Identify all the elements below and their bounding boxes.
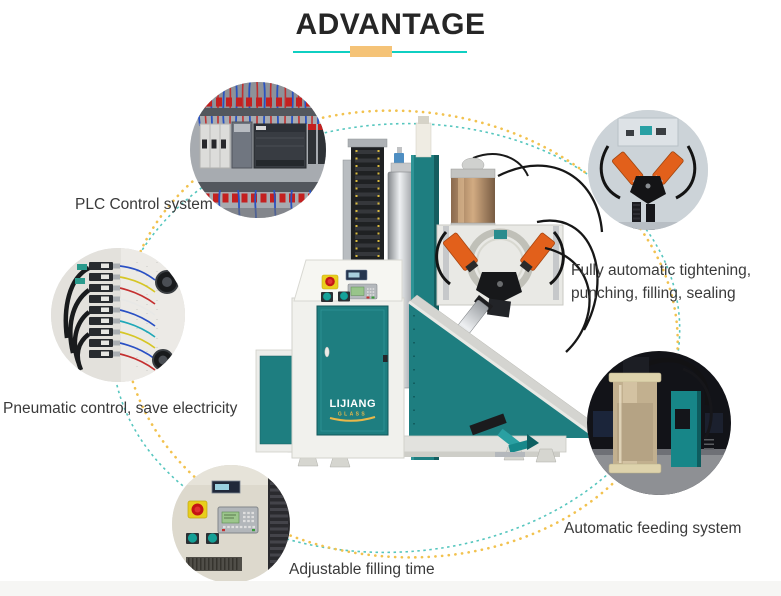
panel-button	[187, 533, 198, 543]
feature-label-fully-automatic: Fully automatic tightening, punching, fi…	[571, 262, 752, 302]
cabinet-door	[316, 305, 389, 436]
feature-photo-pneumatic-control	[51, 248, 185, 382]
door-handle	[324, 346, 330, 358]
brand-line1: LIJIANG	[330, 398, 376, 410]
reset-button	[339, 291, 349, 301]
machine-drill-head	[435, 224, 565, 318]
feature-label-pneumatic-control: Pneumatic control, save electricity	[3, 400, 238, 417]
footer-band	[0, 581, 781, 596]
feature-label-adjustable-filling: Adjustable filling time	[289, 561, 435, 578]
brand-swoosh	[329, 416, 376, 422]
feature-photo-feeding-system	[587, 351, 731, 495]
feature-label-automatic-feeding: Automatic feeding system	[564, 520, 742, 537]
feature-photo-control-panel	[172, 465, 290, 583]
page-title: ADVANTAGE	[295, 8, 486, 41]
machine-illustration: LIJIANG GLASS	[255, 116, 606, 468]
machine-motor-left	[443, 232, 479, 273]
title-divider	[293, 46, 467, 58]
machine-control-cabinet: LIJIANG GLASS	[291, 259, 405, 459]
machine-cables	[497, 164, 604, 353]
machine-brand-logo: LIJIANG GLASS	[329, 398, 376, 422]
panel-button	[207, 533, 218, 543]
machine-motor-right	[519, 232, 555, 273]
machine-triangle-base	[408, 300, 598, 440]
feature-label-plc-control: PLC Control system	[75, 196, 213, 213]
feature-photo-tightening-head	[588, 110, 708, 230]
divider-accent-bar	[350, 46, 392, 57]
page-header: ADVANTAGE	[0, 0, 781, 57]
start-button	[322, 292, 332, 301]
brand-line2: GLASS	[338, 412, 367, 418]
machine-nozzle	[469, 413, 539, 457]
